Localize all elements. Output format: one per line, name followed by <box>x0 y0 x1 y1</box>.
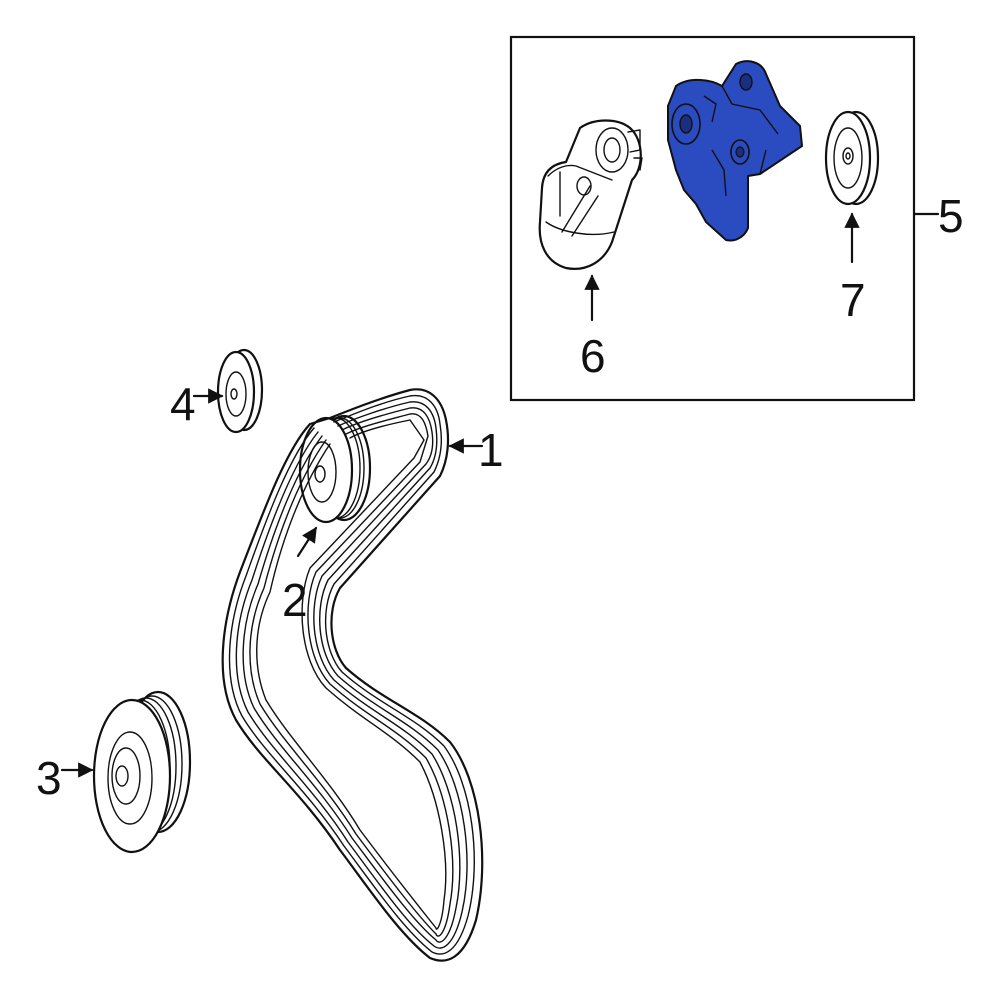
serpentine-belt-part[interactable] <box>221 388 484 962</box>
callout-2: 2 <box>282 574 308 626</box>
callout-3: 3 <box>36 752 62 804</box>
lower-pulley-part[interactable] <box>92 690 192 854</box>
upper-idler-pulley-part[interactable] <box>298 414 372 524</box>
tensioner-part[interactable] <box>538 119 643 270</box>
leader-2 <box>296 526 318 558</box>
assembly-detail-box <box>509 35 916 402</box>
small-pulley-part[interactable] <box>216 348 264 434</box>
callout-5: 5 <box>938 190 964 242</box>
callout-4: 4 <box>170 378 196 430</box>
callout-1: 1 <box>478 424 504 476</box>
leader-lines <box>60 212 940 778</box>
callout-7: 7 <box>840 274 866 326</box>
tensioner-bracket-highlighted[interactable] <box>667 60 804 242</box>
tensioner-pulley-part[interactable] <box>824 110 880 206</box>
callout-6: 6 <box>580 330 606 382</box>
